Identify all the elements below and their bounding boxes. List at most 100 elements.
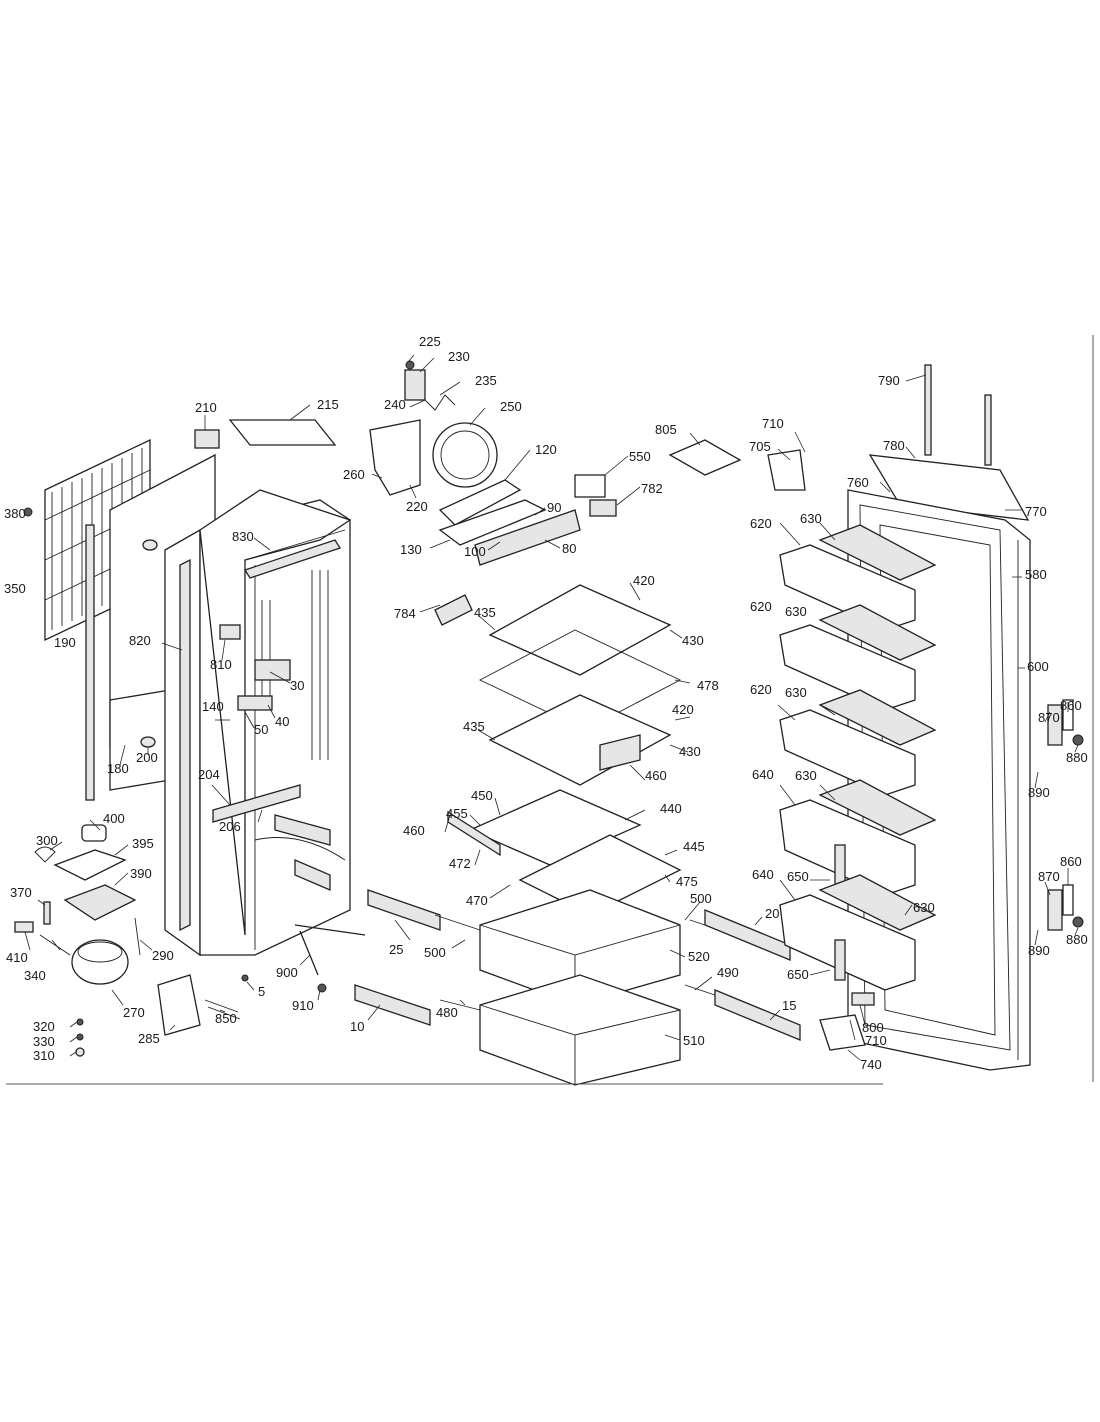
label-230: 230 [448, 349, 470, 364]
door-shelf-3 [779, 689, 937, 796]
drain-tube [85, 524, 95, 801]
label-420-top: 420 [633, 573, 655, 588]
fitting-lower [140, 736, 156, 748]
screw [23, 507, 33, 517]
label-782: 782 [641, 481, 663, 496]
overload-protector [53, 849, 127, 881]
label-445: 445 [683, 839, 705, 854]
label-215: 215 [317, 397, 339, 412]
capacitor-clip [14, 921, 34, 933]
glass-shelf-lower [447, 789, 682, 916]
top-cover [228, 419, 337, 446]
label-450: 450 [471, 788, 493, 803]
label-600: 600 [1027, 659, 1049, 674]
label-285: 285 [138, 1031, 160, 1046]
label-620-a: 620 [750, 516, 772, 531]
drawer-rail-left [354, 889, 481, 1026]
relay [34, 846, 56, 863]
wrench-tool [204, 999, 241, 1020]
label-390: 390 [130, 866, 152, 881]
label-180: 180 [107, 761, 129, 776]
label-705: 705 [749, 439, 771, 454]
label-830: 830 [232, 529, 254, 544]
label-90: 90 [547, 500, 561, 515]
bottom-frame [294, 924, 366, 976]
label-790: 790 [878, 373, 900, 388]
label-270: 270 [123, 1005, 145, 1020]
start-relay [81, 824, 107, 842]
label-5: 5 [258, 984, 265, 999]
fitting [142, 539, 158, 551]
label-380-top: 380 [4, 506, 26, 521]
label-630-e: 630 [913, 900, 935, 915]
page-frame-lines [6, 335, 1094, 1085]
label-400: 400 [103, 811, 125, 826]
compressor [71, 939, 129, 985]
egg-tray [668, 439, 742, 476]
label-130: 130 [400, 542, 422, 557]
label-25: 25 [389, 942, 403, 957]
crisper-drawer-upper [479, 889, 681, 1006]
label-640-b: 640 [752, 867, 774, 882]
label-520: 520 [688, 949, 710, 964]
door-shelf-2 [779, 604, 937, 711]
label-190: 190 [54, 635, 76, 650]
label-250: 250 [500, 399, 522, 414]
bottom-hinge [819, 992, 875, 1051]
label-740: 740 [860, 1057, 882, 1072]
electric-box [157, 974, 201, 1036]
label-550: 550 [629, 449, 651, 464]
label-410: 410 [6, 950, 28, 965]
label-300: 300 [36, 833, 58, 848]
label-510: 510 [683, 1033, 705, 1048]
cable [39, 934, 71, 956]
label-880-b: 880 [1066, 932, 1088, 947]
drawer-rail-right [684, 909, 801, 1041]
label-204: 204 [198, 767, 220, 782]
label-470: 470 [466, 893, 488, 908]
label-460-left: 460 [403, 823, 425, 838]
label-430-mid: 430 [679, 744, 701, 759]
label-860-b: 860 [1060, 854, 1082, 869]
label-350: 350 [4, 581, 26, 596]
label-140: 140 [202, 699, 224, 714]
label-710-bottom: 710 [865, 1033, 887, 1048]
label-780: 780 [883, 438, 905, 453]
label-650-a: 650 [787, 869, 809, 884]
label-805: 805 [655, 422, 677, 437]
label-710-top: 710 [762, 416, 784, 431]
label-500-right: 500 [690, 891, 712, 906]
label-260: 260 [343, 467, 365, 482]
label-620-c: 620 [750, 682, 772, 697]
label-320: 320 [33, 1019, 55, 1034]
label-200: 200 [136, 750, 158, 765]
label-455: 455 [446, 806, 468, 821]
label-440: 440 [660, 801, 682, 816]
label-880-a: 880 [1066, 750, 1088, 765]
glass-shelf-upper [478, 584, 682, 786]
label-210: 210 [195, 400, 217, 415]
hinge-plate [219, 624, 241, 640]
door-shelf-1 [779, 524, 937, 631]
door-seal-strip [179, 558, 191, 932]
label-760: 760 [847, 475, 869, 490]
screws-small [75, 974, 327, 1057]
label-30: 30 [290, 678, 304, 693]
label-20: 20 [765, 906, 779, 921]
label-225: 225 [419, 334, 441, 349]
label-340: 340 [24, 968, 46, 983]
label-630-d: 630 [795, 768, 817, 783]
label-430-top: 430 [682, 633, 704, 648]
label-10: 10 [350, 1019, 364, 1034]
label-630-b: 630 [785, 604, 807, 619]
hinge-pins [924, 364, 992, 466]
thermostat-bracket [194, 429, 220, 449]
label-235: 235 [475, 373, 497, 388]
cabinet [164, 489, 352, 957]
label-478: 478 [697, 678, 719, 693]
compressor-mount [63, 884, 137, 921]
top-rail [244, 539, 341, 579]
label-290: 290 [152, 948, 174, 963]
label-890-a: 890 [1028, 785, 1050, 800]
